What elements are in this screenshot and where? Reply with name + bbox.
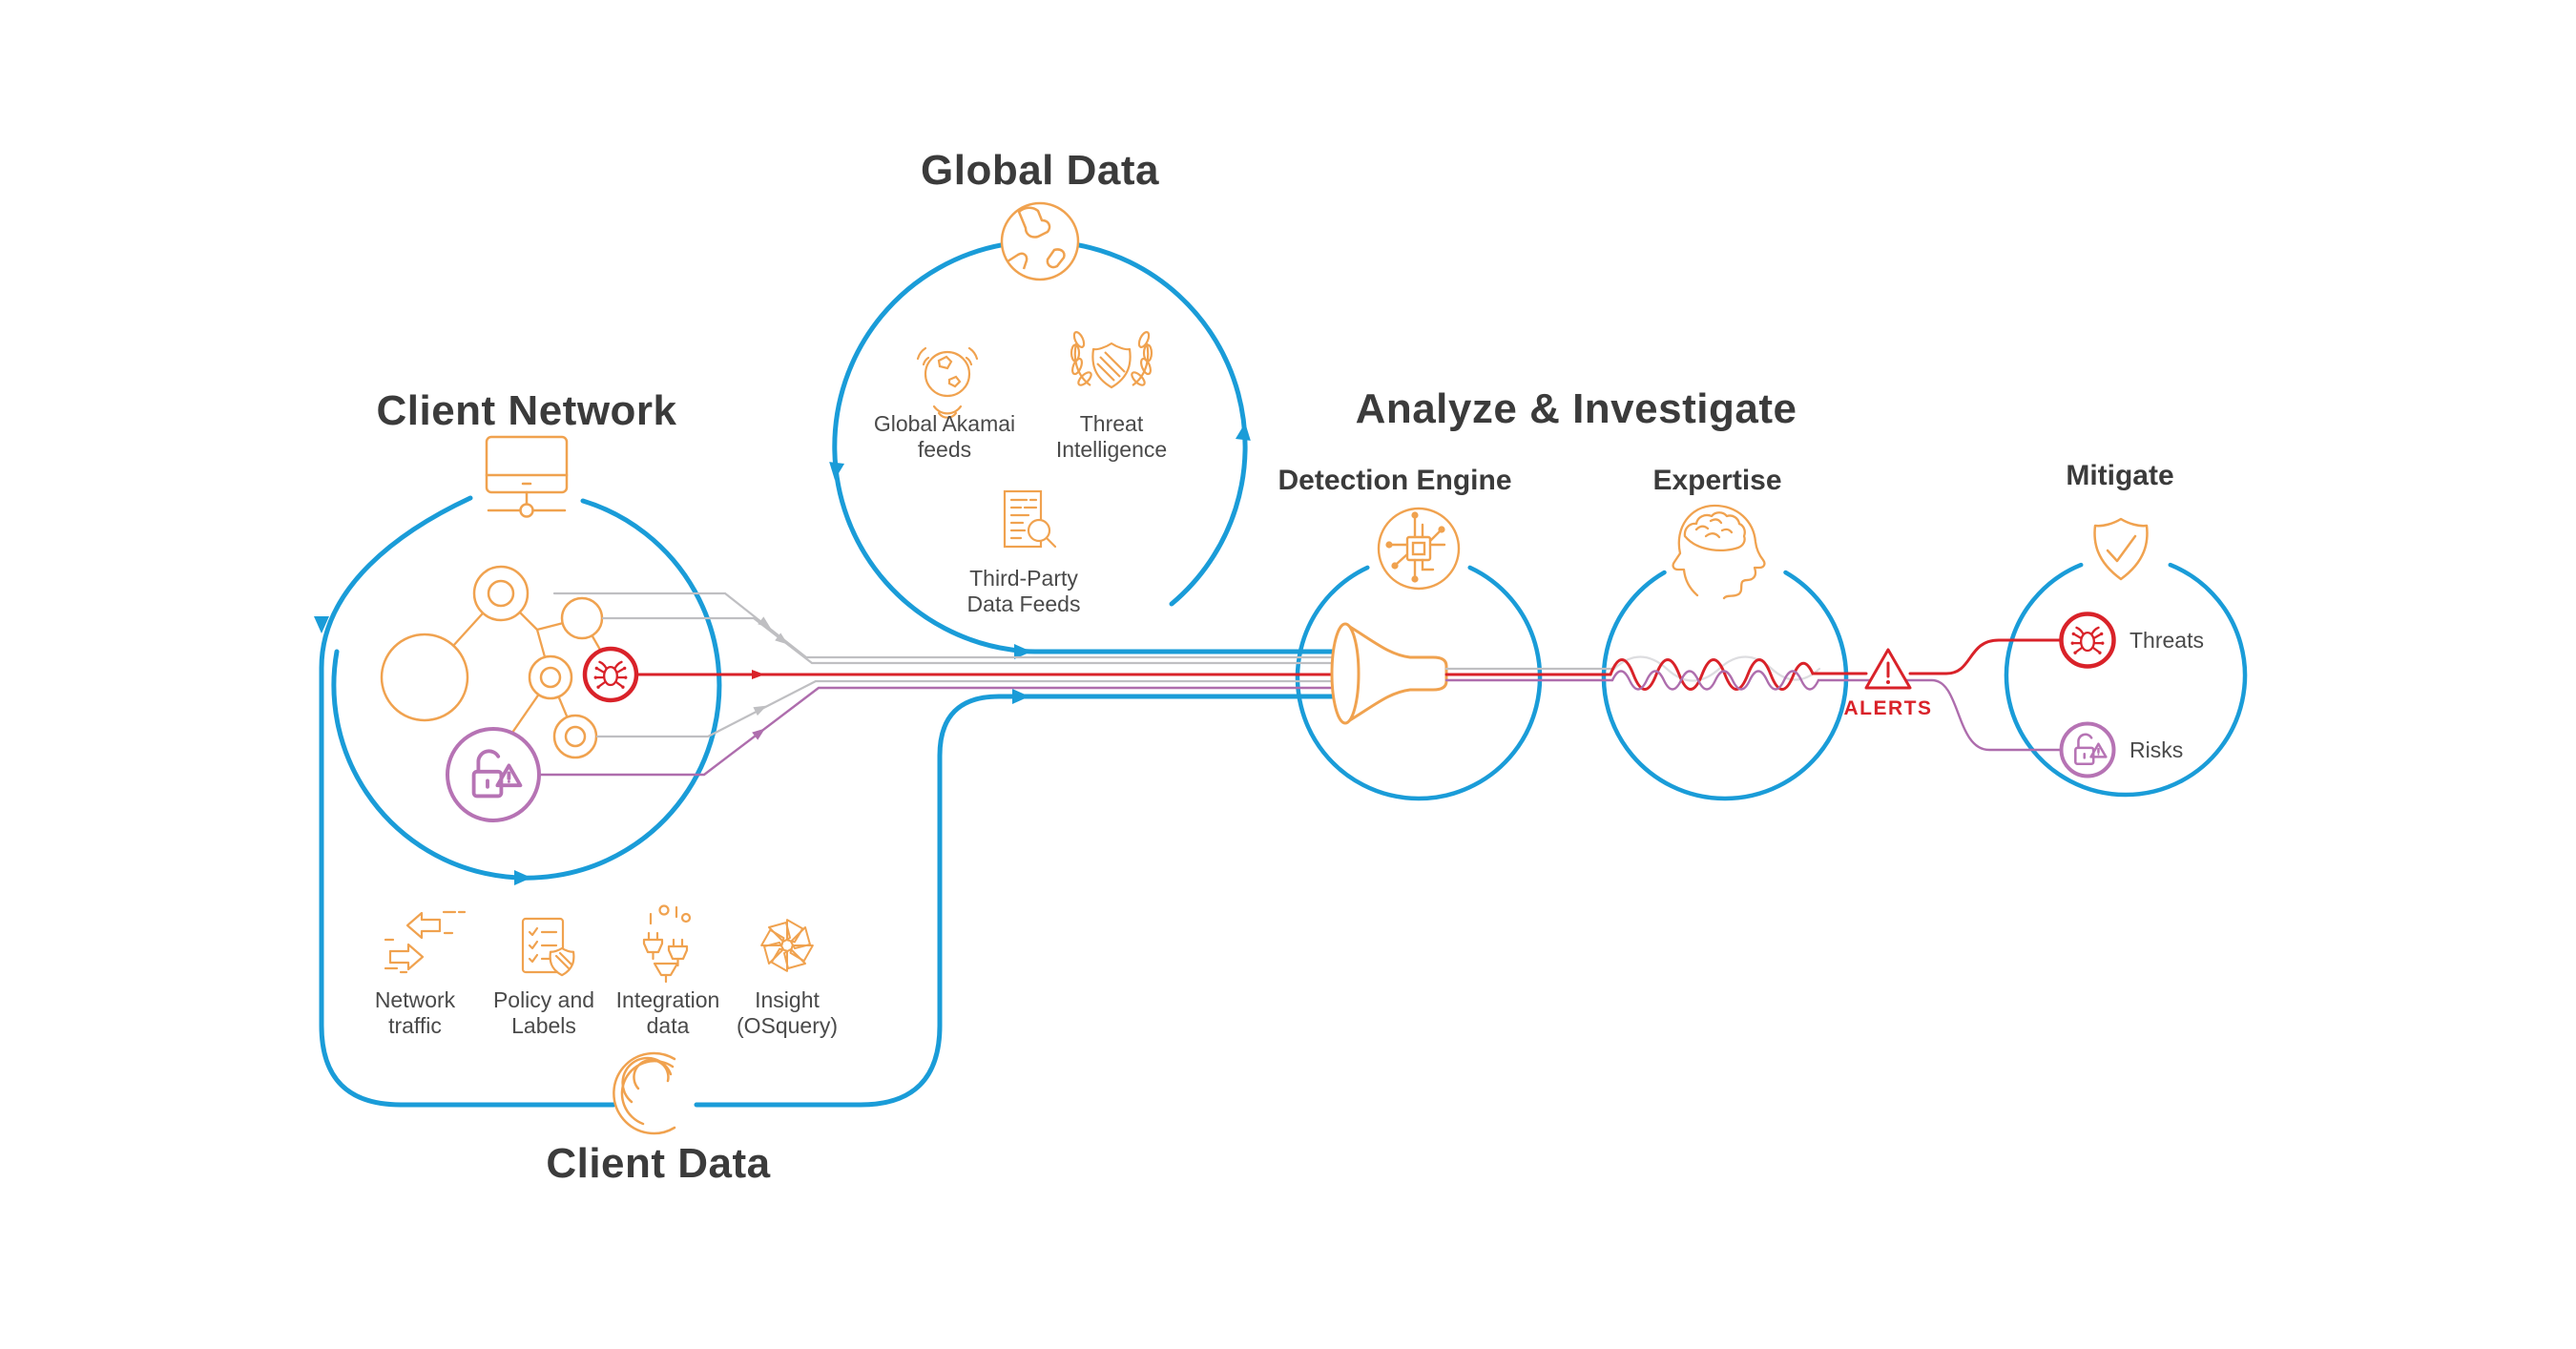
data-stream-arrows bbox=[752, 616, 791, 740]
threat-intelligence-label: Threat Intelligence bbox=[1055, 411, 1168, 462]
integration-plugs-icon bbox=[642, 904, 692, 984]
detection-engine-label: Detection Engine bbox=[1278, 465, 1512, 496]
global-data-title: Global Data bbox=[921, 147, 1159, 194]
policy-and-labels-label: Policy and Labels bbox=[492, 987, 595, 1038]
mitigate-label: Mitigate bbox=[2066, 460, 2174, 491]
pinwheel-icon bbox=[760, 919, 814, 972]
client-risk-node bbox=[446, 727, 541, 822]
traffic-arrows-icon bbox=[384, 910, 467, 974]
analyze-investigate-title: Analyze & Investigate bbox=[1355, 385, 1797, 432]
monitor-icon bbox=[485, 435, 569, 518]
akamai-swirl-logo bbox=[613, 1051, 676, 1135]
globe-signal-icon bbox=[916, 346, 979, 419]
head-brain-icon bbox=[1672, 504, 1766, 600]
third-party-data-feeds-label: Third-Party Data Feeds bbox=[966, 566, 1081, 616]
network-traffic-label: Network traffic bbox=[374, 987, 456, 1038]
policy-checklist-icon bbox=[521, 917, 575, 977]
filtered-streams bbox=[1444, 638, 2064, 752]
document-search-icon bbox=[1003, 489, 1057, 549]
integration-data-label: Integration data bbox=[615, 987, 720, 1038]
threats-label: Threats bbox=[2129, 628, 2204, 653]
flow-loops bbox=[319, 241, 2248, 1108]
chip-circuit-icon bbox=[1377, 507, 1461, 591]
network-nodes bbox=[380, 565, 604, 759]
insight-osquery-label: Insight (OSquery) bbox=[736, 987, 839, 1038]
risks-badge bbox=[2059, 721, 2116, 778]
warning-triangle-icon bbox=[1864, 648, 1912, 690]
threats-badge bbox=[2059, 612, 2116, 669]
client-network-title: Client Network bbox=[376, 387, 677, 434]
data-streams bbox=[538, 591, 1349, 777]
shield-laurel-icon bbox=[1070, 331, 1153, 389]
client-threat-node bbox=[582, 646, 639, 703]
shield-check-icon bbox=[2093, 517, 2149, 581]
globe-icon bbox=[1000, 201, 1080, 281]
expertise-label: Expertise bbox=[1652, 465, 1782, 496]
global-akamai-feeds-label: Global Akamai feeds bbox=[873, 411, 1016, 462]
alerts-label: ALERTS bbox=[1843, 697, 1933, 719]
risks-label: Risks bbox=[2129, 737, 2184, 762]
client-data-title: Client Data bbox=[546, 1140, 771, 1187]
funnel-icon bbox=[1330, 622, 1448, 725]
